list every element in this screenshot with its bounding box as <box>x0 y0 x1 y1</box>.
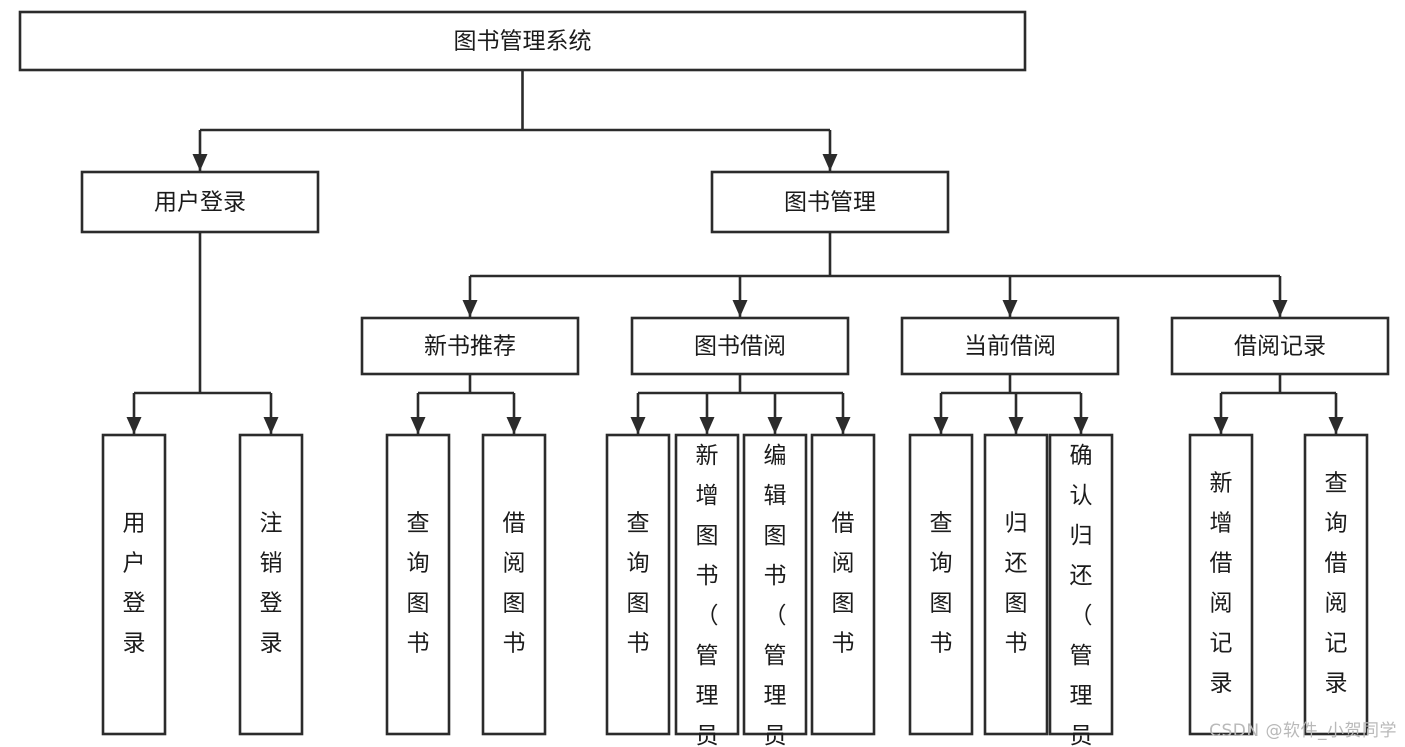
node-box <box>810 433 876 736</box>
node-label: 查询图书 <box>627 511 650 657</box>
edge-arrowhead <box>263 417 279 434</box>
node-label: 编辑图书（管理员） <box>764 443 787 747</box>
node-label: 借阅图书 <box>503 511 526 657</box>
node-label: 新增借阅记录 <box>1210 471 1233 697</box>
diagram-node-leaf-user-logout[interactable]: 注销登录 <box>238 433 304 736</box>
node-box <box>1170 316 1390 376</box>
diagram-node-borrow-record[interactable]: 借阅记录 <box>1170 316 1390 376</box>
node-label: 新书推荐 <box>424 334 516 360</box>
node-label: 新增图书（管理员） <box>696 443 719 747</box>
edge-arrowhead <box>1272 300 1288 317</box>
diagram-node-book-manage[interactable]: 图书管理 <box>710 170 950 234</box>
node-box <box>385 433 451 736</box>
edge-arrowhead <box>192 154 208 171</box>
diagram-node-current-borrow[interactable]: 当前借阅 <box>900 316 1120 376</box>
diagram-node-l-bb-query[interactable]: 查询图书 <box>605 433 671 736</box>
node-box <box>238 433 304 736</box>
node-box <box>360 316 580 376</box>
edge-arrowhead <box>1008 417 1024 434</box>
node-label: 用户登录 <box>154 190 246 216</box>
node-box <box>674 433 740 736</box>
node-label: 借阅图书 <box>832 511 855 657</box>
diagram-node-book-borrow[interactable]: 图书借阅 <box>630 316 850 376</box>
node-box <box>18 10 1027 72</box>
node-box <box>742 433 808 736</box>
edge-arrowhead <box>1328 417 1344 434</box>
node-box <box>1188 433 1254 736</box>
node-box <box>101 433 167 736</box>
edge-arrowhead <box>732 300 748 317</box>
edge-layer <box>126 70 1344 434</box>
edge-arrowhead <box>506 417 522 434</box>
diagram-node-l-nbr-borrow[interactable]: 借阅图书 <box>481 433 547 736</box>
diagram-node-l-br-add[interactable]: 新增借阅记录 <box>1188 433 1254 736</box>
node-label: 查询图书 <box>407 511 430 657</box>
edge-arrowhead <box>933 417 949 434</box>
node-label: 借阅记录 <box>1234 334 1326 360</box>
node-label: 确认归还（管理员） <box>1070 443 1093 747</box>
node-box <box>80 170 320 234</box>
edge-arrowhead <box>410 417 426 434</box>
node-label: 图书借阅 <box>694 334 786 360</box>
node-label: 图书管理系统 <box>454 29 592 55</box>
node-box <box>481 433 547 736</box>
node-box <box>900 316 1120 376</box>
node-label: 当前借阅 <box>964 334 1056 360</box>
node-layer: 图书管理系统用户登录图书管理新书推荐图书借阅当前借阅借阅记录用户登录注销登录查询… <box>18 10 1390 747</box>
edge-arrowhead <box>835 417 851 434</box>
node-box <box>605 433 671 736</box>
edge-arrowhead <box>1073 417 1089 434</box>
diagram-node-l-bb-edit[interactable]: 编辑图书（管理员） <box>742 433 808 747</box>
edge-arrowhead <box>699 417 715 434</box>
diagram-node-l-cb-query[interactable]: 查询图书 <box>908 433 974 736</box>
diagram-node-root[interactable]: 图书管理系统 <box>18 10 1027 72</box>
diagram-node-user-login[interactable]: 用户登录 <box>80 170 320 234</box>
diagram-node-l-cb-return[interactable]: 归还图书 <box>983 433 1049 736</box>
node-box <box>630 316 850 376</box>
diagram-node-new-book-rec[interactable]: 新书推荐 <box>360 316 580 376</box>
node-box <box>710 170 950 234</box>
diagram-node-leaf-user-login[interactable]: 用户登录 <box>101 433 167 736</box>
edge-arrowhead <box>767 417 783 434</box>
node-box <box>908 433 974 736</box>
edge-arrowhead <box>1002 300 1018 317</box>
diagram-node-l-nbr-query[interactable]: 查询图书 <box>385 433 451 736</box>
edge-arrowhead <box>1213 417 1229 434</box>
node-box <box>1303 433 1369 736</box>
diagram-node-l-bb-add[interactable]: 新增图书（管理员） <box>674 433 740 747</box>
diagram-node-l-bb-borrow[interactable]: 借阅图书 <box>810 433 876 736</box>
diagram-node-l-br-query[interactable]: 查询借阅记录 <box>1303 433 1369 736</box>
node-label: 归还图书 <box>1005 511 1028 657</box>
node-label: 查询图书 <box>930 511 953 657</box>
node-label: 用户登录 <box>123 511 146 657</box>
node-label: 图书管理 <box>784 190 876 216</box>
node-label: 查询借阅记录 <box>1325 471 1348 697</box>
edge-arrowhead <box>822 154 838 171</box>
node-box <box>1048 433 1114 736</box>
edge-arrowhead <box>126 417 142 434</box>
node-label: 注销登录 <box>260 511 283 657</box>
edge-arrowhead <box>462 300 478 317</box>
edge-arrowhead <box>630 417 646 434</box>
diagram-node-l-cb-confirm[interactable]: 确认归还（管理员） <box>1048 433 1114 747</box>
node-box <box>983 433 1049 736</box>
